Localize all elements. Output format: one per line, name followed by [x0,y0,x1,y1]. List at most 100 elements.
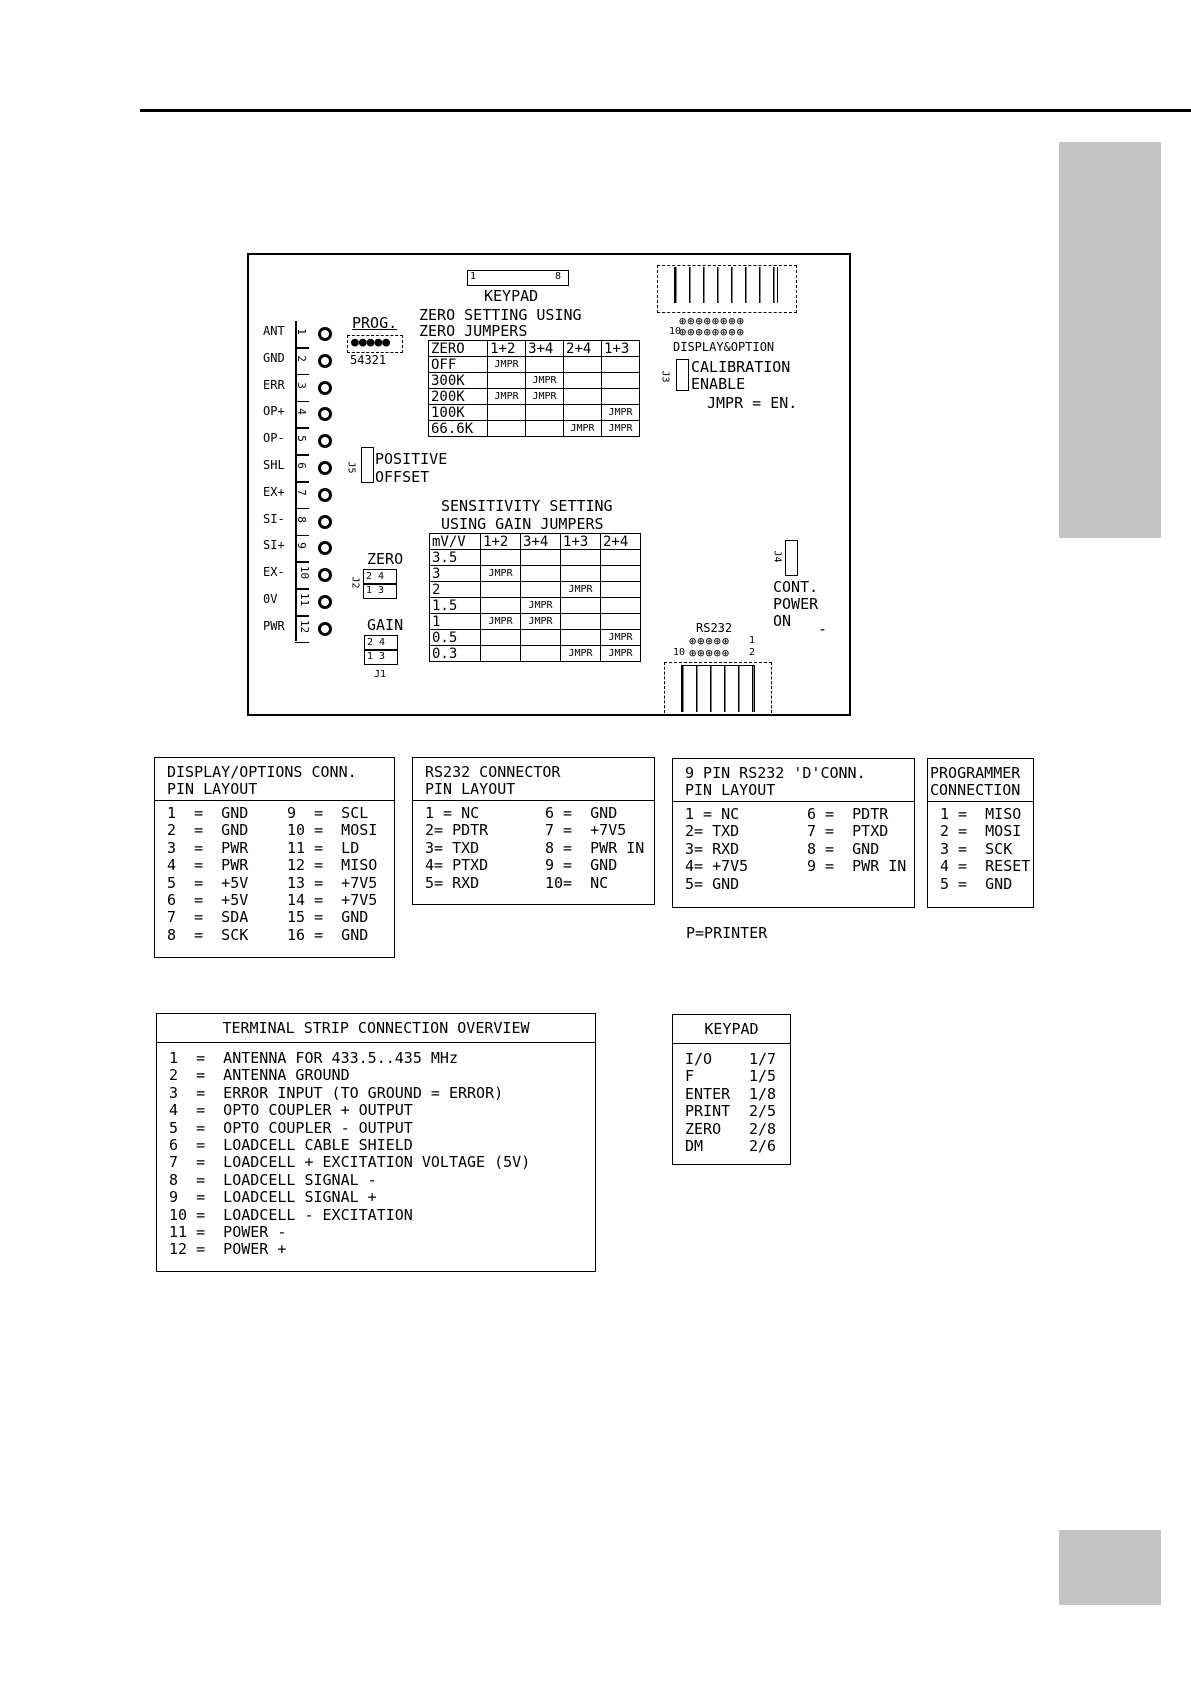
j2-divider [364,583,396,585]
pin-entry: 13 = +7V5 [287,873,378,892]
pin-entry: 14 = +7V5 [287,891,378,910]
keypad-box-title: KEYPAD [673,1015,790,1044]
table-header-cell: mV/V [428,533,482,550]
pin-entry: 12 = MISO [287,856,378,875]
table-row-label: 1.5 [428,597,482,614]
jumper-cell: JMPR [480,613,522,630]
terminal-screw-icon [318,568,332,583]
dconn-header: 9 PIN RS232 'D'CONN.PIN LAYOUT [673,759,914,802]
terminal-separator [295,454,309,456]
terminal-number: 4 [294,408,308,416]
terminal-label: SI- [263,511,285,526]
jumper-cell: JMPR [480,565,522,582]
pin-entry: F [685,1067,695,1086]
jumper-cell [560,565,601,582]
pin-entry: 9 = PWR IN [807,857,907,876]
jumper-cell [599,565,642,582]
rs232-pin-10-label: 10 [673,647,686,658]
printer-note: P=PRINTER [686,924,768,942]
terminal-screw-icon [318,487,332,502]
jumper-cell [520,565,562,582]
jumper-cell [563,388,602,405]
list-item: 1 = ANTENNA FOR 433.5..435 MHz [169,1049,595,1067]
table-header-cell: ZERO [427,340,489,357]
jumper-cell [487,404,527,421]
terminal-separator [295,588,309,590]
pin-entry: 1 = NC [425,804,480,822]
terminal-number: 10 [298,566,312,580]
terminal-separator [295,347,309,349]
jumper-cell [480,629,522,646]
j5-label: J5 [345,461,357,474]
jumper-cell [560,613,601,630]
j2-jumper-block: 2 4 1 3 [363,569,397,599]
j1-pins-bottom: 1 3 [367,651,386,662]
rs232-title-1: RS232 CONNECTOR [425,763,561,781]
terminal-screw-icon [318,514,332,529]
terminal-screw-icon [318,353,332,368]
pin-entry: 11 = LD [287,838,360,857]
table-header-cell: 2+4 [599,533,642,550]
j2-pins-bottom: 1 3 [366,585,385,596]
jumper-cell [563,356,602,373]
terminal-label: EX- [263,565,285,580]
jumper-cell [599,549,642,566]
display-options-title-2: PIN LAYOUT [167,780,258,798]
jumper-cell: JMPR [601,404,640,421]
list-item-text: 4 = RESET [940,857,1031,876]
pin-entry: 8 = PWR IN [545,838,645,857]
jumper-cell: JMPR [525,372,565,389]
display-option-pin-row-top: ⊕⊕⊕⊕⊕⊕⊕⊕ [679,314,745,328]
terminal-strip-overview-title: TERMINAL STRIP CONNECTION OVERVIEW [157,1014,595,1043]
jumper-cell [560,629,601,646]
terminal-number: 2 [294,354,308,362]
table-row-label: 1 [428,613,482,630]
pin-entry: I/O [685,1050,713,1068]
list-item-text: 11 = POWER - [169,1223,287,1242]
jumper-cell: JMPR [599,629,642,646]
zero-setting-title-2: ZERO JUMPERS [419,322,528,340]
pin-entry: 1 = NC [685,805,740,823]
list-item: 3 = ERROR INPUT (TO GROUND = ERROR) [169,1084,595,1102]
table-row-label: OFF [427,356,489,373]
calibration-enable-line-2: ENABLE [691,375,746,393]
terminal-label: SHL [263,458,285,472]
list-item: 7 = LOADCELL + EXCITATION VOLTAGE (5V) [169,1154,595,1172]
j1-pins-top: 2 4 [367,637,386,648]
jumper-cell [560,597,601,614]
list-item: 11 = POWER - [169,1223,595,1242]
list-item-text: 1 = MISO [940,805,1022,823]
terminal-separator [295,373,309,376]
terminal-label: ANT [263,324,285,338]
list-item: 10 = LOADCELL - EXCITATION [169,1206,595,1224]
prog-pin-numbers: 54321 [350,353,387,367]
jumper-cell [525,356,565,373]
list-item: 9 = LOADCELL SIGNAL + [169,1188,595,1206]
pin-entry: 2/6 [749,1137,777,1156]
list-item-text: 2 = MOSI [940,822,1022,841]
list-item: 4 = RESET [940,857,1033,876]
jumper-cell [601,356,640,373]
pin-entry: 9 = GND [545,856,618,875]
terminal-screw-icon [318,380,332,395]
rs232-pin-2-label: 2 [749,647,756,658]
rs232-connector-pins [681,665,755,712]
jumper-cell [520,629,562,646]
